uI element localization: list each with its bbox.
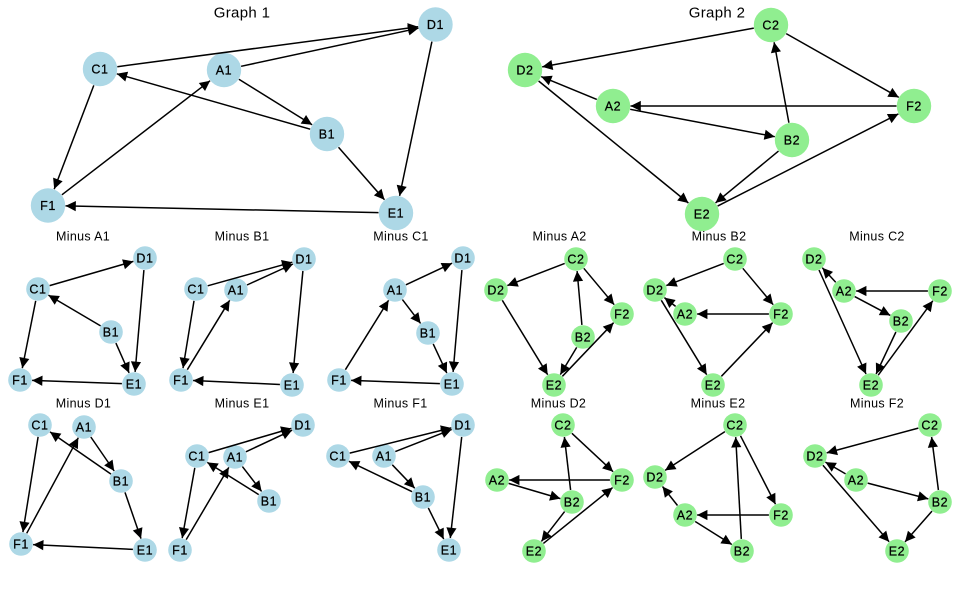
svg-text:B1: B1 [420, 326, 437, 340]
svg-text:E1: E1 [444, 377, 461, 391]
svg-text:B1: B1 [415, 490, 432, 504]
svg-text:A1: A1 [376, 449, 393, 463]
svg-text:E1: E1 [126, 377, 143, 391]
svg-text:Minus A2: Minus A2 [532, 230, 586, 244]
svg-text:E2: E2 [863, 378, 880, 392]
svg-text:C2: C2 [762, 18, 779, 32]
svg-text:A2: A2 [848, 473, 865, 487]
svg-text:A2: A2 [836, 284, 853, 298]
svg-text:A1: A1 [227, 450, 244, 464]
svg-text:C1: C1 [29, 282, 46, 296]
svg-text:Graph 1: Graph 1 [214, 5, 271, 22]
svg-text:Minus C2: Minus C2 [849, 230, 904, 244]
svg-text:C2: C2 [567, 252, 584, 266]
svg-text:F2: F2 [614, 473, 630, 487]
svg-text:B2: B2 [734, 544, 751, 558]
svg-text:E1: E1 [388, 206, 405, 220]
svg-text:D1: D1 [294, 418, 311, 432]
svg-text:C1: C1 [329, 449, 346, 463]
svg-text:F2: F2 [906, 99, 922, 113]
svg-text:A1: A1 [76, 420, 93, 434]
svg-text:E1: E1 [441, 543, 458, 557]
svg-text:D1: D1 [454, 418, 471, 432]
svg-text:C1: C1 [31, 418, 48, 432]
svg-text:F2: F2 [773, 307, 789, 321]
svg-text:C2: C2 [554, 418, 571, 432]
svg-text:Minus E1: Minus E1 [215, 396, 270, 410]
svg-text:Minus D1: Minus D1 [56, 396, 111, 410]
svg-text:A2: A2 [605, 99, 622, 113]
svg-text:B1: B1 [261, 494, 278, 508]
svg-text:C1: C1 [91, 62, 108, 76]
svg-text:B1: B1 [319, 127, 336, 141]
svg-text:Minus F1: Minus F1 [373, 396, 427, 410]
svg-text:F1: F1 [172, 543, 188, 557]
svg-text:E1: E1 [137, 543, 154, 557]
svg-text:D2: D2 [646, 470, 663, 484]
svg-text:E2: E2 [694, 207, 711, 221]
svg-text:B1: B1 [113, 474, 130, 488]
svg-text:E1: E1 [284, 378, 301, 392]
svg-text:D2: D2 [646, 283, 663, 297]
svg-text:B2: B2 [575, 330, 592, 344]
svg-text:F1: F1 [12, 373, 28, 387]
svg-text:F1: F1 [173, 373, 189, 387]
svg-text:F2: F2 [614, 307, 630, 321]
svg-text:Minus D2: Minus D2 [531, 396, 586, 410]
svg-text:B2: B2 [893, 314, 910, 328]
svg-text:F1: F1 [13, 537, 29, 551]
svg-text:Minus A1: Minus A1 [56, 230, 110, 244]
svg-text:Graph 2: Graph 2 [689, 5, 746, 22]
svg-text:Minus B2: Minus B2 [692, 230, 747, 244]
svg-text:E2: E2 [526, 544, 543, 558]
svg-text:E2: E2 [705, 378, 722, 392]
svg-text:A1: A1 [216, 63, 233, 77]
svg-text:A1: A1 [228, 283, 245, 297]
svg-text:C1: C1 [188, 449, 205, 463]
svg-text:C2: C2 [921, 418, 938, 432]
svg-text:F2: F2 [932, 284, 948, 298]
svg-text:Minus C1: Minus C1 [373, 230, 428, 244]
svg-text:D1: D1 [136, 251, 153, 265]
svg-text:E2: E2 [546, 378, 563, 392]
svg-text:F2: F2 [773, 508, 789, 522]
svg-text:C2: C2 [726, 418, 743, 432]
svg-text:D2: D2 [487, 283, 504, 297]
svg-text:A2: A2 [677, 508, 694, 522]
svg-text:B2: B2 [932, 495, 949, 509]
svg-text:D1: D1 [295, 252, 312, 266]
svg-text:A2: A2 [489, 473, 506, 487]
svg-text:C2: C2 [726, 252, 743, 266]
svg-text:A1: A1 [387, 283, 404, 297]
svg-text:D1: D1 [454, 251, 471, 265]
svg-text:Minus E2: Minus E2 [691, 396, 746, 410]
svg-text:D2: D2 [805, 252, 822, 266]
svg-text:D2: D2 [806, 449, 823, 463]
svg-text:E2: E2 [889, 544, 906, 558]
svg-text:F1: F1 [40, 199, 56, 213]
svg-text:Minus F2: Minus F2 [850, 396, 904, 410]
svg-text:B2: B2 [784, 133, 801, 147]
svg-text:F1: F1 [331, 373, 347, 387]
svg-text:D1: D1 [427, 18, 444, 32]
svg-text:A2: A2 [677, 307, 694, 321]
svg-text:D2: D2 [516, 63, 533, 77]
svg-text:Minus B1: Minus B1 [215, 230, 270, 244]
svg-text:B2: B2 [564, 495, 581, 509]
svg-text:C1: C1 [187, 282, 204, 296]
svg-text:B1: B1 [103, 325, 120, 339]
